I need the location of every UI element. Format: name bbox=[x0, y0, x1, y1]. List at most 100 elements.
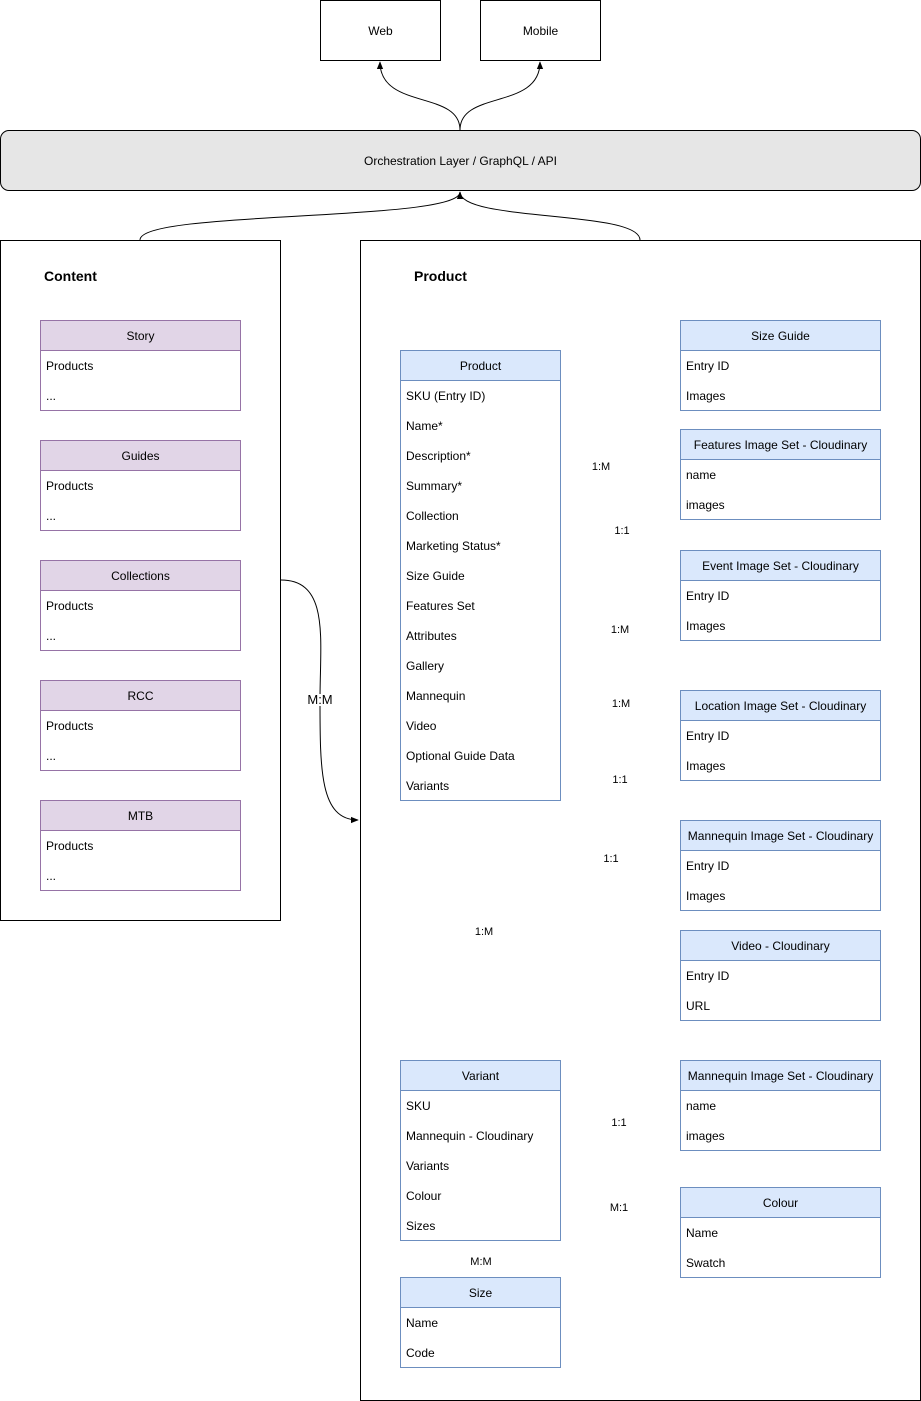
product-field: Features Set bbox=[406, 599, 475, 613]
size-guide-field: Entry ID bbox=[686, 359, 730, 373]
content-title: Content bbox=[44, 268, 97, 284]
collections-entity-title: Collections bbox=[41, 561, 240, 591]
guides-entity-title: Guides bbox=[41, 441, 240, 471]
story-entity: Story Products ... bbox=[40, 320, 241, 411]
variant-mannequin-image-set-entity-title: Mannequin Image Set - Cloudinary bbox=[681, 1061, 880, 1091]
mannequin-image-set-entity-title: Mannequin Image Set - Cloudinary bbox=[681, 821, 880, 851]
mtb-entity-title: MTB bbox=[41, 801, 240, 831]
web-client-box: Web bbox=[320, 0, 441, 61]
web-label: Web bbox=[368, 23, 393, 38]
mobile-client-box: Mobile bbox=[480, 0, 601, 61]
product-field: Video bbox=[406, 719, 437, 733]
product-field: SKU (Entry ID) bbox=[406, 389, 486, 403]
product-variant-cardinality: 1:M bbox=[473, 926, 495, 938]
size-entity: Size Name Code bbox=[400, 1277, 561, 1368]
orchestration-to-mobile-edge bbox=[459, 61, 544, 131]
video-cloudinary-field: Entry ID bbox=[686, 969, 730, 983]
content-product-cardinality: M:M bbox=[306, 692, 334, 707]
product-field: Summary* bbox=[406, 479, 463, 493]
product-entity: Product SKU (Entry ID) Name* Description… bbox=[400, 350, 561, 801]
collections-field: ... bbox=[46, 629, 57, 643]
mannequin-image-set-field: Entry ID bbox=[686, 859, 730, 873]
rcc-field: Products bbox=[46, 719, 94, 733]
product-field: Variants bbox=[406, 779, 450, 793]
colour-cardinality: M:1 bbox=[608, 1202, 630, 1214]
product-field: Size Guide bbox=[406, 569, 465, 583]
colour-field: Swatch bbox=[686, 1256, 726, 1270]
product-area-title: Product bbox=[414, 268, 467, 284]
event-set-cardinality: 1:M bbox=[609, 624, 631, 636]
event-image-set-field: Images bbox=[686, 619, 726, 633]
rcc-entity-title: RCC bbox=[41, 681, 240, 711]
variant-field: Variants bbox=[406, 1159, 450, 1173]
features-image-set-field: images bbox=[686, 498, 725, 512]
mannequin-image-set-field: Images bbox=[686, 889, 726, 903]
video-cloudinary-entity: Video - Cloudinary Entry ID URL bbox=[680, 930, 881, 1021]
rcc-entity: RCC Products ... bbox=[40, 680, 241, 771]
mtb-field: ... bbox=[46, 869, 57, 883]
size-guide-field: Images bbox=[686, 389, 726, 403]
variant-mannequin-cardinality: 1:1 bbox=[610, 1117, 628, 1129]
location-image-set-field: Images bbox=[686, 759, 726, 773]
size-guide-entity: Size Guide Entry ID Images bbox=[680, 320, 881, 411]
content-to-orchestration-edge bbox=[139, 191, 464, 241]
location-image-set-field: Entry ID bbox=[686, 729, 730, 743]
product-field: Optional Guide Data bbox=[406, 749, 515, 763]
product-field: Collection bbox=[406, 509, 459, 523]
collections-entity: Collections Products ... bbox=[40, 560, 241, 651]
colour-entity: Colour Name Swatch bbox=[680, 1187, 881, 1278]
orchestration-to-web-edge bbox=[376, 61, 461, 131]
product-field: Description* bbox=[406, 449, 471, 463]
guides-field: ... bbox=[46, 509, 57, 523]
features-image-set-field: name bbox=[686, 468, 717, 482]
event-image-set-field: Entry ID bbox=[686, 589, 730, 603]
product-field: Mannequin bbox=[406, 689, 466, 703]
size-guide-cardinality: 1:M bbox=[590, 461, 612, 473]
event-image-set-entity: Event Image Set - Cloudinary Entry ID Im… bbox=[680, 550, 881, 641]
mobile-label: Mobile bbox=[522, 23, 559, 38]
features-set-cardinality: 1:1 bbox=[613, 525, 631, 537]
collections-field: Products bbox=[46, 599, 94, 613]
rcc-field: ... bbox=[46, 749, 57, 763]
variant-field: SKU bbox=[406, 1099, 431, 1113]
variant-field: Sizes bbox=[406, 1219, 436, 1233]
variant-entity-title: Variant bbox=[401, 1061, 560, 1091]
video-cloudinary-field: URL bbox=[686, 999, 711, 1013]
product-field: Marketing Status* bbox=[406, 539, 501, 553]
product-to-orchestration-edge bbox=[459, 191, 641, 241]
story-field: Products bbox=[46, 359, 94, 373]
variant-entity: Variant SKU Mannequin - Cloudinary Varia… bbox=[400, 1060, 561, 1241]
location-image-set-entity: Location Image Set - Cloudinary Entry ID… bbox=[680, 690, 881, 781]
variant-field: Colour bbox=[406, 1189, 442, 1203]
video-cardinality: 1:1 bbox=[602, 853, 620, 865]
variant-mannequin-image-set-field: images bbox=[686, 1129, 725, 1143]
features-image-set-entity: Features Image Set - Cloudinary name ima… bbox=[680, 429, 881, 520]
event-image-set-entity-title: Event Image Set - Cloudinary bbox=[681, 551, 880, 581]
variant-mannequin-image-set-entity: Mannequin Image Set - Cloudinary name im… bbox=[680, 1060, 881, 1151]
mannequin-image-set-entity: Mannequin Image Set - Cloudinary Entry I… bbox=[680, 820, 881, 911]
product-field: Gallery bbox=[406, 659, 445, 673]
product-field: Attributes bbox=[406, 629, 457, 643]
guides-entity: Guides Products ... bbox=[40, 440, 241, 531]
size-entity-title: Size bbox=[401, 1278, 560, 1308]
colour-field: Name bbox=[686, 1226, 719, 1240]
location-image-set-entity-title: Location Image Set - Cloudinary bbox=[681, 691, 880, 721]
product-entity-title: Product bbox=[401, 351, 560, 381]
mtb-field: Products bbox=[46, 839, 94, 853]
colour-entity-title: Colour bbox=[681, 1188, 880, 1218]
location-set-cardinality: 1:M bbox=[610, 698, 632, 710]
mtb-entity: MTB Products ... bbox=[40, 800, 241, 891]
variant-size-cardinality: M:M bbox=[469, 1256, 493, 1268]
orchestration-layer: Orchestration Layer / GraphQL / API bbox=[0, 130, 921, 191]
size-guide-entity-title: Size Guide bbox=[681, 321, 880, 351]
size-field: Name bbox=[406, 1316, 439, 1330]
video-cloudinary-entity-title: Video - Cloudinary bbox=[681, 931, 880, 961]
variant-mannequin-image-set-field: name bbox=[686, 1099, 717, 1113]
features-image-set-entity-title: Features Image Set - Cloudinary bbox=[681, 430, 880, 460]
variant-field: Mannequin - Cloudinary bbox=[406, 1129, 534, 1143]
product-field: Name* bbox=[406, 419, 443, 433]
story-entity-title: Story bbox=[41, 321, 240, 351]
guides-field: Products bbox=[46, 479, 94, 493]
story-field: ... bbox=[46, 389, 57, 403]
size-field: Code bbox=[406, 1346, 435, 1360]
